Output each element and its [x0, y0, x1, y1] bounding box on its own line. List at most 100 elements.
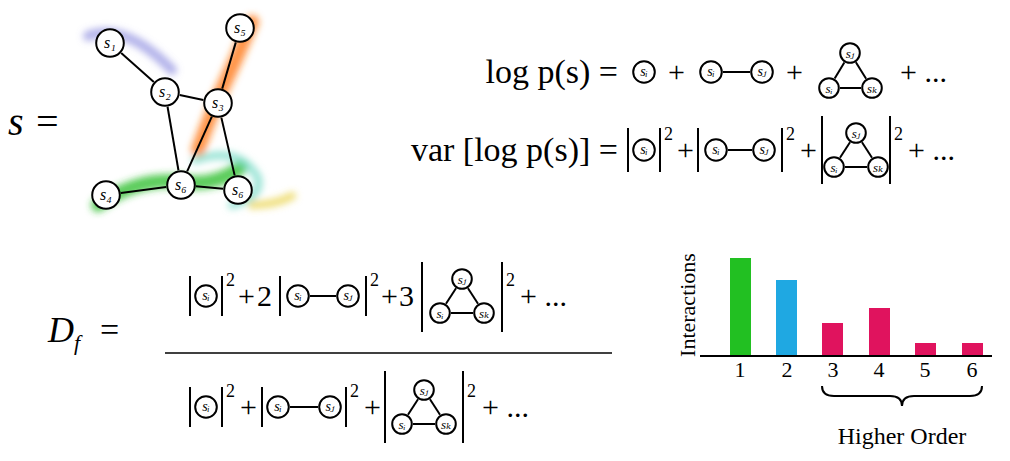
term-node: sⱼ: [336, 284, 360, 308]
node-circle: [151, 78, 179, 106]
coefficient: 2: [257, 281, 272, 311]
node-circle: [751, 61, 773, 83]
abs-bar: [628, 116, 890, 184]
node-label: sᵢ: [202, 400, 210, 414]
node-label: sᵢ: [640, 65, 648, 79]
node-label: sⱼ: [759, 143, 768, 157]
axis-tick: 3: [828, 359, 839, 381]
node-label: sⱼ: [852, 127, 861, 140]
node-label: sⱼ: [420, 384, 429, 397]
node-circle: [96, 29, 124, 57]
connector: [121, 187, 166, 193]
node-label: sⱼ: [458, 273, 467, 286]
node-circle: [633, 61, 655, 83]
axis-tick: 1: [735, 359, 746, 381]
node-circle: [226, 14, 254, 42]
term-node: sₖ: [473, 302, 495, 324]
node-circle: [92, 181, 120, 209]
node-label: sₖ: [441, 418, 451, 431]
axis-tick: 4: [874, 359, 885, 381]
operator: =: [100, 313, 119, 347]
operator: +: [240, 392, 257, 422]
connector: [180, 95, 204, 100]
bar: [776, 280, 797, 355]
node-circle: [633, 139, 655, 161]
operator: +: [677, 135, 694, 165]
node-circle: [868, 157, 888, 177]
operator: + ...: [482, 392, 529, 422]
connector: [862, 142, 872, 158]
bar: [962, 343, 983, 355]
bar: [822, 323, 843, 355]
highlight-strokes: [88, 22, 292, 205]
node-circle: [753, 139, 775, 161]
operator: + ...: [900, 57, 947, 87]
node-circle: [204, 89, 232, 117]
graph-node: s₆: [166, 170, 196, 200]
node-label: sᵢ: [712, 143, 720, 157]
superscript: 2: [467, 382, 476, 400]
operator: +: [668, 57, 685, 87]
bar: [915, 343, 936, 355]
superscript: 2: [370, 271, 379, 289]
connector: [845, 166, 867, 168]
term-node: sⱼ: [845, 122, 867, 144]
graph-node: s₃: [203, 88, 233, 118]
node-label: sⱼ: [757, 65, 766, 79]
operator: + ...: [908, 135, 955, 165]
node-circle: [167, 171, 195, 199]
term-node: sᵢ: [194, 284, 218, 308]
teal-stroke: [195, 155, 258, 205]
node-label: s₃: [212, 95, 224, 111]
connector: [430, 399, 440, 415]
node-label: s₅: [234, 20, 246, 36]
subscript: f: [74, 332, 80, 354]
node-circle: [474, 303, 494, 323]
node-label: sⱼ: [325, 400, 334, 414]
node-circle: [224, 176, 252, 204]
operator: +: [786, 57, 803, 87]
node-label: sⱼ: [343, 289, 352, 303]
operator: +: [364, 392, 381, 422]
graph-node: s₆: [223, 175, 253, 205]
abs-bar: [190, 262, 502, 332]
superscript: 2: [786, 125, 795, 143]
node-label: sᵢ: [274, 400, 282, 414]
operator: +: [381, 281, 398, 311]
term-node: sᵢ: [823, 156, 845, 178]
operator: +: [238, 281, 255, 311]
connector: [468, 288, 478, 304]
node-circle: [862, 78, 882, 98]
node-circle: [287, 285, 309, 307]
node-label: sᵢ: [640, 143, 648, 157]
connector: [723, 71, 750, 73]
operator: + ...: [520, 281, 567, 311]
superscript: 2: [350, 382, 359, 400]
node-circle: [840, 43, 860, 63]
formula-text: s =: [8, 102, 61, 142]
node-circle: [195, 396, 217, 418]
superscript: 2: [506, 271, 515, 289]
connector: [451, 312, 473, 314]
node-label: s₄: [100, 187, 112, 203]
graph-node: s₄: [91, 180, 121, 210]
node-label: sᵢ: [436, 307, 443, 320]
superscript: 2: [894, 125, 903, 143]
node-label: sᵢ: [830, 161, 837, 174]
node-label: sᵢ: [825, 82, 832, 95]
node-label: sᵢ: [398, 418, 405, 431]
abs-bars: [190, 116, 890, 443]
node-label: sₖ: [873, 161, 883, 174]
connector: [187, 117, 212, 172]
term-node: sₖ: [867, 156, 889, 178]
term-node: sⱼ: [752, 138, 776, 162]
connector: [121, 53, 154, 82]
connector: [728, 149, 752, 151]
node-circle: [414, 380, 434, 400]
connector: [413, 423, 435, 425]
formula-text: D: [48, 312, 74, 348]
term-node: sₖ: [435, 413, 457, 435]
node-circle: [452, 269, 472, 289]
graph-node: s₁: [95, 28, 125, 58]
term-node: sⱼ: [318, 395, 342, 419]
